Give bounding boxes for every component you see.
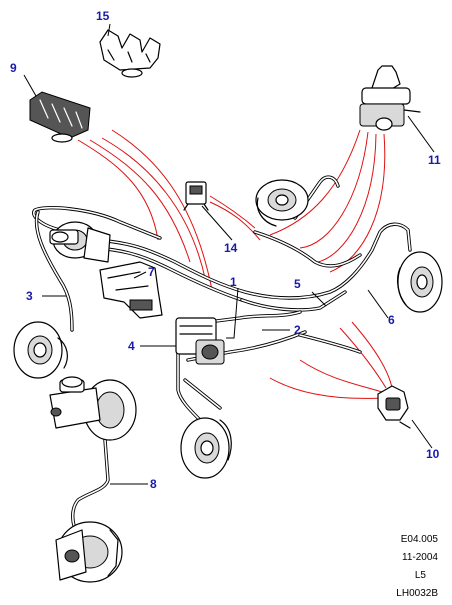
- callout-1: 1: [230, 275, 237, 289]
- callout-4: 4: [128, 339, 135, 353]
- brake-disc-left: [13, 321, 68, 379]
- callout-14: 14: [224, 241, 238, 255]
- footer-code: E04.005: [400, 534, 438, 545]
- callout-10: 10: [426, 447, 440, 461]
- brake-disc-right: [396, 251, 443, 313]
- brake-disc-lower-centre: [180, 417, 232, 479]
- fitting-11: [359, 65, 421, 131]
- footer-ref: LH0032B: [396, 588, 438, 599]
- callout-3: 3: [26, 289, 33, 303]
- red-leader-lines: [77, 129, 393, 399]
- callout-labels: 15 9 11 14 7 1 5 3 2 6 4 10 8: [10, 9, 441, 491]
- callout-2: 2: [294, 323, 301, 337]
- callout-leaders: [23, 23, 435, 485]
- pump-unit: [55, 521, 123, 583]
- callout-5: 5: [294, 277, 301, 291]
- footer-date: 11-2004: [402, 552, 438, 563]
- clip-15: [99, 29, 161, 78]
- fitting-10: [377, 385, 411, 429]
- callout-8: 8: [150, 477, 157, 491]
- connector-14: [183, 181, 209, 211]
- clip-9: [29, 91, 91, 143]
- callout-7: 7: [148, 265, 155, 279]
- callout-6: 6: [388, 313, 395, 327]
- master-cylinder-lower: [49, 376, 137, 441]
- footer-level: L5: [414, 570, 426, 581]
- brake-pipes: [32, 175, 412, 537]
- brake-disc-upper-right: [255, 179, 309, 227]
- callout-15: 15: [96, 9, 110, 23]
- callout-9: 9: [10, 61, 17, 75]
- master-cylinder-upper: [49, 221, 111, 263]
- abs-modulator-4: [175, 317, 225, 365]
- callout-11: 11: [428, 153, 441, 167]
- bracket-7: [99, 261, 163, 319]
